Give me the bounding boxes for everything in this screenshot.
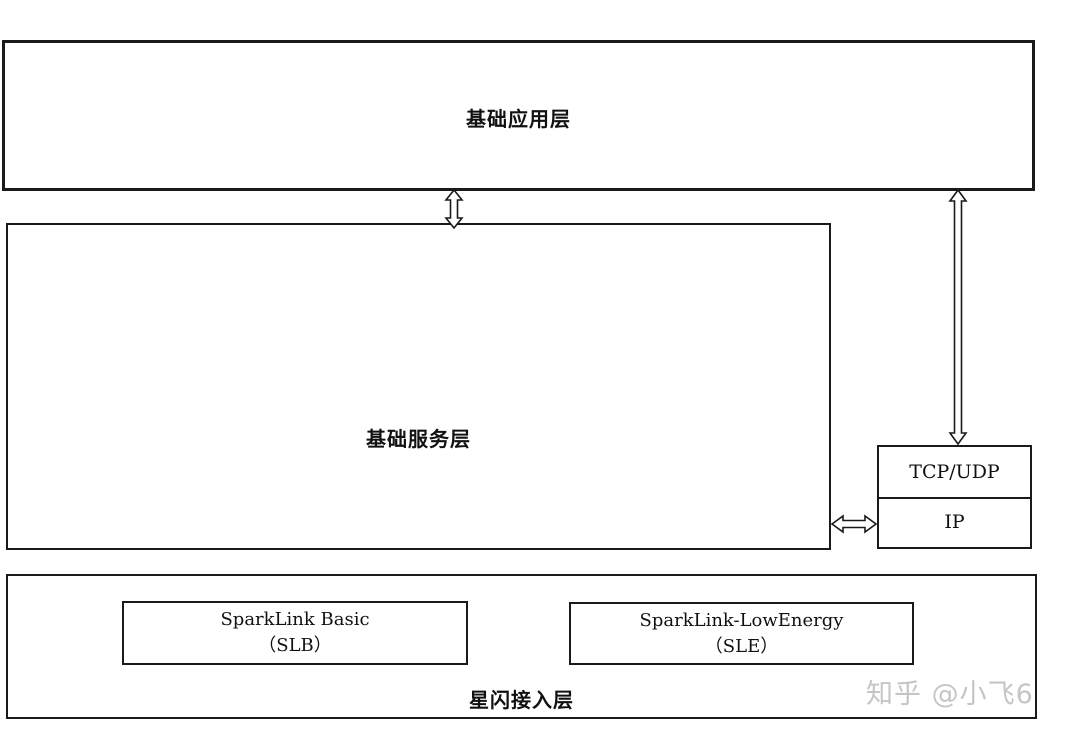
service-layer-box: 基础服务层 bbox=[6, 223, 831, 550]
slb-abbr: （SLB） bbox=[258, 635, 332, 656]
service-network-arrow bbox=[830, 514, 878, 534]
access-layer-box: SparkLink Basic （SLB） SparkLink-LowEnerg… bbox=[6, 574, 1037, 719]
watermark-text: 知乎 @小飞6 bbox=[866, 679, 1034, 710]
sle-abbr: （SLE） bbox=[704, 636, 779, 657]
app-layer-title: 基础应用层 bbox=[466, 107, 571, 131]
service-layer-title: 基础服务层 bbox=[366, 427, 471, 451]
network-stack-box: TCP/UDP IP bbox=[877, 445, 1032, 549]
app-layer-box: 基础应用层 bbox=[2, 40, 1035, 191]
app-network-arrow bbox=[948, 188, 968, 446]
slb-box: SparkLink Basic （SLB） bbox=[122, 601, 468, 665]
app-service-arrow bbox=[444, 188, 464, 230]
tcp-udp-cell: TCP/UDP bbox=[879, 447, 1030, 499]
ip-cell: IP bbox=[944, 511, 965, 533]
access-layer-title: 星闪接入层 bbox=[469, 688, 574, 712]
sle-box: SparkLink-LowEnergy （SLE） bbox=[569, 602, 914, 665]
slb-name: SparkLink Basic bbox=[220, 609, 370, 630]
sle-name: SparkLink-LowEnergy bbox=[639, 610, 844, 631]
